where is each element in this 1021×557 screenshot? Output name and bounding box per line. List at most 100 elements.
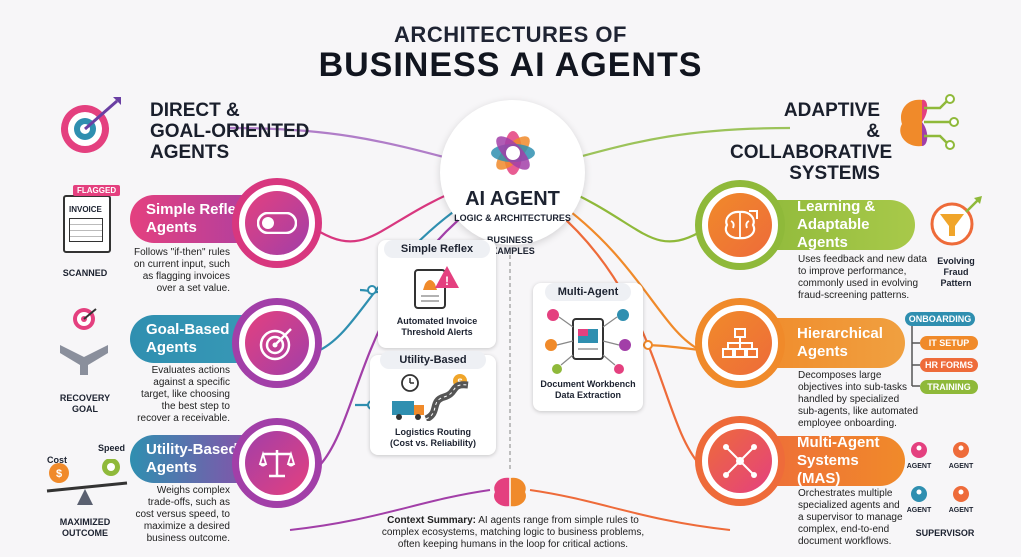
mas-desc-4: complex, end-to-end bbox=[798, 524, 890, 535]
document-workbench-icon bbox=[545, 309, 631, 374]
simple-reflex-example-panel[interactable]: Simple Reflex ! Automated Invoice Thresh… bbox=[378, 240, 496, 348]
utility-based-title-1: Utility-Based bbox=[146, 441, 238, 458]
fraud-funnel-illustration bbox=[928, 196, 984, 250]
onboarding-tree-lines bbox=[911, 326, 920, 387]
flagged-badge: FLAGGED bbox=[73, 185, 121, 196]
hierarchical-desc-5: employee onboarding. bbox=[798, 418, 897, 429]
goal-based-desc-4: the best step to bbox=[161, 401, 230, 412]
left-heading-line-1: DIRECT & bbox=[150, 100, 240, 121]
cost-label: Cost bbox=[47, 455, 67, 465]
toggle-icon bbox=[245, 191, 309, 255]
training-tag: TRAINING bbox=[920, 380, 978, 394]
simple-reflex-caption-2: Threshold Alerts bbox=[401, 327, 473, 337]
truck-route-icon: $ bbox=[392, 374, 469, 421]
network-icon bbox=[708, 429, 772, 493]
multi-agent-caption-2: Data Extraction bbox=[554, 390, 622, 400]
brain-icon bbox=[708, 193, 772, 257]
goal-based-desc: Evaluates actions against a specific tar… bbox=[130, 365, 230, 425]
mas-desc-5: document workflows. bbox=[798, 536, 892, 547]
speed-label: Speed bbox=[98, 443, 126, 453]
hierarchical-desc-2: objectives into sub-tasks bbox=[798, 382, 907, 393]
simple-reflex-desc-3: as flagging invoices bbox=[142, 271, 230, 282]
center-hub: AI AGENT LOGIC & ARCHITECTURES bbox=[440, 100, 585, 245]
simple-reflex-example-caption: Automated Invoice Threshold Alerts bbox=[378, 316, 496, 338]
title-line-1: ARCHITECTURES OF bbox=[394, 22, 627, 47]
simple-reflex-desc-2: on current input, such bbox=[133, 259, 230, 270]
center-title: AI AGENT bbox=[465, 188, 560, 210]
target-icon bbox=[245, 311, 309, 375]
supervisor-label: SUPERVISOR bbox=[915, 528, 975, 538]
invoice-table-icon bbox=[69, 218, 103, 242]
agent-tag-1: AGENT bbox=[906, 463, 932, 470]
multi-agent-example-caption: Document Workbench Data Extraction bbox=[533, 379, 643, 401]
utility-based-desc-3: cost versus speed, to bbox=[135, 509, 231, 520]
simple-reflex-desc-4: over a set value. bbox=[156, 283, 230, 294]
utility-based-desc-4: maximize a desired bbox=[143, 521, 230, 532]
evolving-fraud-line-1: Evolving bbox=[937, 256, 975, 266]
simple-reflex-circle bbox=[232, 178, 322, 268]
ai-flower-logo-icon bbox=[490, 131, 535, 175]
cost-speed-illustration: Cost Speed $ bbox=[45, 443, 135, 507]
business-examples-line-1: BUSINESS bbox=[486, 235, 533, 245]
utility-based-example-panel[interactable]: Utility-Based $ Logistics Routing (Cost … bbox=[370, 351, 496, 455]
utility-based-desc-2: trade-offs, such as bbox=[147, 497, 230, 508]
hierarchical-title-2: Agents bbox=[797, 343, 848, 360]
onboarding-tag: ONBOARDING bbox=[905, 312, 975, 326]
utility-based-example-label: Utility-Based bbox=[380, 351, 486, 369]
recovery-goal-line-1: RECOVERY bbox=[59, 393, 111, 403]
center-subtitle: LOGIC & ARCHITECTURES bbox=[454, 213, 571, 223]
recovery-goal-line-2: GOAL bbox=[72, 404, 98, 414]
goal-based-title-1: Goal-Based bbox=[146, 321, 230, 338]
multi-agent-example-panel[interactable]: Multi-Agent Document Workbench Data Extr… bbox=[533, 283, 643, 411]
learning-title-2: Adaptable Agents bbox=[797, 216, 870, 251]
learning-desc-3: commonly used in evolving bbox=[798, 278, 919, 289]
utility-based-example-caption: Logistics Routing (Cost vs. Reliability) bbox=[370, 427, 496, 449]
brain-circuit-icon bbox=[892, 92, 960, 154]
simple-reflex-desc-1: Follows "if-then" rules bbox=[133, 247, 230, 258]
invoice-illustration: INVOICE FLAGGED bbox=[55, 185, 121, 255]
learning-desc-1: Uses feedback and new data bbox=[798, 254, 927, 265]
mas-desc: Orchestrates multiple specialized agents… bbox=[798, 488, 928, 548]
recovery-goal-illustration bbox=[50, 305, 120, 375]
right-heading-line-1: ADAPTIVE bbox=[783, 100, 880, 121]
evolving-fraud-line-3: Pattern bbox=[940, 278, 972, 288]
multi-agent-example-label: Multi-Agent bbox=[545, 283, 631, 301]
business-examples-line-2: EXAMPLES bbox=[485, 246, 535, 256]
simple-reflex-title-1: Simple Reflex bbox=[146, 201, 245, 218]
utility-based-desc-1: Weighs complex bbox=[156, 485, 230, 496]
agent-cluster-icons bbox=[911, 442, 969, 502]
title-line-2: BUSINESS AI AGENTS bbox=[318, 46, 703, 84]
simple-reflex-example-label: Simple Reflex bbox=[384, 240, 490, 258]
simple-reflex-caption-1: Automated Invoice bbox=[396, 316, 478, 326]
mas-desc-1: Orchestrates multiple bbox=[798, 488, 893, 499]
hr-forms-tag: HR FORMS bbox=[920, 358, 978, 372]
svg-text:!: ! bbox=[445, 274, 449, 288]
goal-based-circle bbox=[232, 298, 322, 388]
goal-based-desc-5: recover a receivable. bbox=[137, 413, 230, 424]
agent-tag-2: AGENT bbox=[948, 463, 974, 470]
right-section-heading: ADAPTIVE & COLLABORATIVE SYSTEMS bbox=[730, 100, 892, 184]
evolving-fraud-label: Evolving Fraud Pattern bbox=[918, 256, 994, 289]
utility-based-caption-1: Logistics Routing bbox=[395, 427, 471, 437]
utility-based-circle bbox=[232, 418, 322, 508]
evolving-fraud-line-2: Fraud bbox=[943, 267, 969, 277]
learning-circle bbox=[695, 180, 785, 270]
mas-title-1: Multi-Agent bbox=[797, 434, 880, 451]
target-arrow-icon bbox=[55, 95, 125, 155]
mas-circle bbox=[695, 416, 785, 506]
learning-desc: Uses feedback and new data to improve pe… bbox=[798, 254, 928, 302]
left-heading-line-2: GOAL-ORIENTED bbox=[150, 121, 310, 142]
svg-text:$: $ bbox=[56, 468, 62, 480]
left-heading-line-3: AGENTS bbox=[150, 142, 230, 163]
right-heading-line-3: SYSTEMS bbox=[789, 163, 880, 184]
context-summary-label: Context Summary: bbox=[387, 515, 477, 526]
left-section-heading: DIRECT & GOAL-ORIENTED AGENTS bbox=[150, 100, 350, 163]
learning-title-1: Learning & bbox=[797, 198, 876, 215]
simple-reflex-desc: Follows "if-then" rules on current input… bbox=[130, 247, 230, 295]
hierarchical-title-1: Hierarchical bbox=[797, 325, 883, 342]
seesaw-icon: $ bbox=[46, 459, 128, 505]
multi-agent-caption-1: Document Workbench bbox=[540, 379, 636, 389]
fork-road-target-icon bbox=[60, 308, 108, 375]
scanned-label: SCANNED bbox=[62, 268, 108, 278]
goal-based-desc-2: against a specific bbox=[153, 377, 230, 388]
